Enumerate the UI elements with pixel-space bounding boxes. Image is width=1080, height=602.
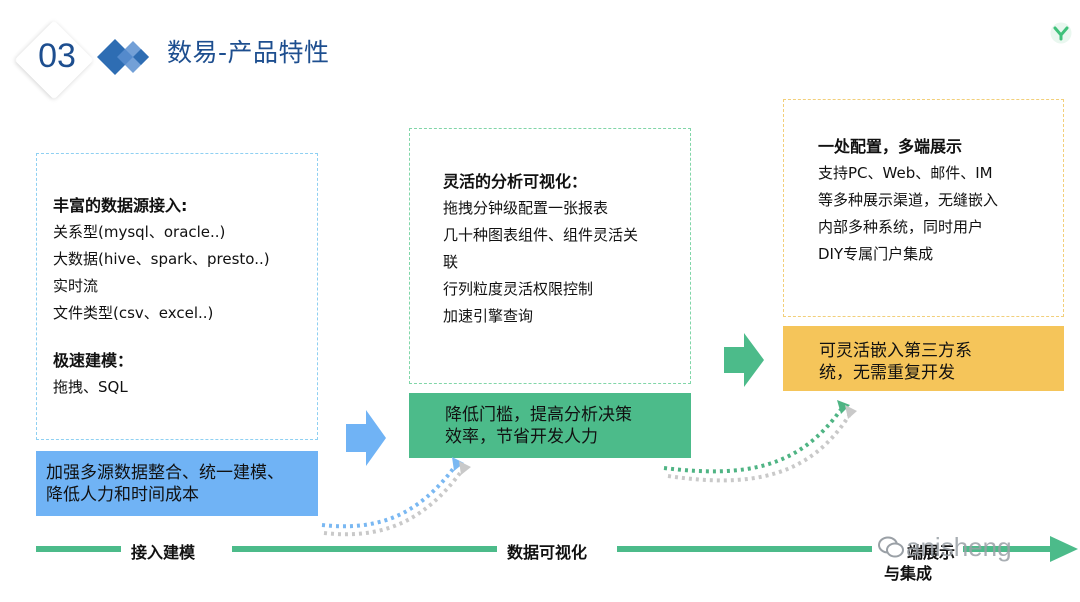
timeline-segment	[963, 546, 1055, 552]
list-item: 文件类型(csv、excel..)	[53, 304, 214, 322]
list-item: 大数据(hive、spark、presto..)	[53, 250, 270, 268]
timeline-segment	[232, 546, 497, 552]
display-heading: 一处配置，多端展示	[818, 137, 963, 156]
timeline-arrow-head-icon	[1050, 536, 1078, 562]
dotted-curve-arrow-icon	[321, 457, 471, 537]
list-item: 拖拽分钟级配置一张报表	[443, 199, 609, 217]
list-item: 加速引擎查询	[443, 307, 534, 325]
list-item: 内部多种系统，同时用户	[818, 218, 984, 236]
banner-line: 降低人力和时间成本	[46, 485, 199, 505]
banner-line: 效率，节省开发人力	[445, 427, 598, 447]
list-item: 拖拽、SQL	[53, 378, 128, 396]
efficiency-banner: 降低门槛，提高分析决策 效率，节省开发人力	[409, 393, 691, 458]
integration-banner: 加强多源数据整合、统一建模、 降低人力和时间成本	[36, 451, 318, 516]
banner-line: 可灵活嵌入第三方系	[819, 341, 972, 361]
banner-line: 统，无需重复开发	[819, 363, 955, 383]
visualization-content: 灵活的分析可视化： 拖拽分钟级配置一张报表 几十种图表组件、组件灵活关 联 行列…	[443, 168, 638, 330]
section-number: 03	[38, 37, 76, 75]
list-item: 关系型(mysql、oracle..)	[53, 223, 226, 241]
section-badge	[16, 22, 92, 98]
embed-banner: 可灵活嵌入第三方系 统，无需重复开发	[783, 326, 1064, 391]
display-box	[783, 99, 1064, 317]
display-content: 一处配置，多端展示 支持PC、Web、邮件、IM 等多种展示渠道，无缝嵌入 内部…	[818, 133, 998, 268]
blue-step-arrow-icon	[346, 410, 386, 466]
list-item: 支持PC、Web、邮件、IM	[818, 164, 993, 182]
wechat-icon	[878, 536, 904, 558]
list-item: 实时流	[53, 277, 99, 295]
banner-line: 加强多源数据整合、统一建模、	[46, 463, 284, 483]
page-title: 数易-产品特性	[167, 38, 330, 67]
list-item: DIY专属门户集成	[818, 245, 934, 263]
watermark-text: anisheng	[906, 532, 1012, 562]
timeline-segment	[617, 546, 872, 552]
visualization-box	[409, 128, 691, 384]
dotted-curve-arrow-icon	[663, 400, 857, 483]
list-item: 几十种图表组件、组件灵活关	[443, 226, 639, 244]
diamond-decoration-icon	[97, 39, 149, 75]
brand-logo-icon	[1050, 22, 1072, 44]
green-step-arrow-icon	[724, 333, 764, 387]
list-item: 行列粒度灵活权限控制	[443, 280, 594, 298]
timeline-stage-1: 接入建模	[131, 543, 196, 562]
list-item: 等多种展示渠道，无缝嵌入	[818, 191, 999, 209]
datasource-heading: 丰富的数据源接入:	[53, 196, 188, 215]
timeline-stage-3: 端展示	[907, 543, 956, 562]
datasource-content: 丰富的数据源接入: 关系型(mysql、oracle..) 大数据(hive、s…	[53, 192, 270, 401]
timeline-stage-3-line2: 与集成	[884, 564, 933, 583]
modeling-heading: 极速建模：	[53, 351, 134, 370]
banner-line: 降低门槛，提高分析决策	[445, 405, 632, 425]
timeline-segment	[36, 546, 121, 552]
timeline-stage-2: 数据可视化	[507, 543, 588, 562]
datasource-box	[36, 153, 318, 440]
visualization-heading: 灵活的分析可视化：	[443, 172, 588, 191]
list-item: 联	[443, 253, 459, 271]
